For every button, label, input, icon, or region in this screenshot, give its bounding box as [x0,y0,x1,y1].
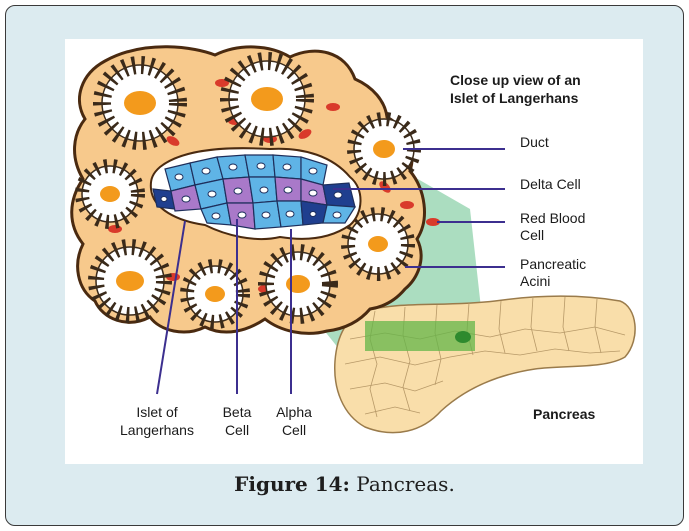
acinus [348,214,408,274]
islet-diagram-svg: Close up view of an Islet of Langerhans … [65,39,643,464]
caption-text: Pancreas. [350,472,455,496]
figure-caption: Figure 14: Pancreas. [11,472,678,496]
acinus [229,61,305,137]
label-red-blood-cell-line-2: Cell [520,227,544,243]
heading-line-1: Close up view of an [450,72,581,88]
figure-frame: Close up view of an Islet of Langerhans … [5,5,684,526]
label-beta-line-1: Beta [223,404,252,420]
caption-label: Figure 14: [234,472,350,496]
label-pancreatic-acini-line-2: Acini [520,273,550,289]
label-red-blood-cell-line-1: Red Blood [520,210,585,226]
label-islet-line-2: Langerhans [120,422,194,438]
acinus [102,65,178,141]
label-duct: Duct [520,134,549,150]
label-islet-line-1: Islet of [136,404,177,420]
islet-diagram: Close up view of an Islet of Langerhans … [65,39,643,464]
label-alpha-line-2: Cell [282,422,306,438]
label-beta-line-2: Cell [225,422,249,438]
acinus [96,247,164,315]
heading-line-2: Islet of Langerhans [450,90,579,106]
label-delta-cell: Delta Cell [520,176,581,192]
acinus [82,166,138,222]
label-alpha-line-1: Alpha [276,404,312,420]
label-pancreas: Pancreas [533,406,595,422]
label-pancreatic-acini-line-1: Pancreatic [520,256,586,272]
acinus [187,266,243,322]
acinus [266,252,330,316]
